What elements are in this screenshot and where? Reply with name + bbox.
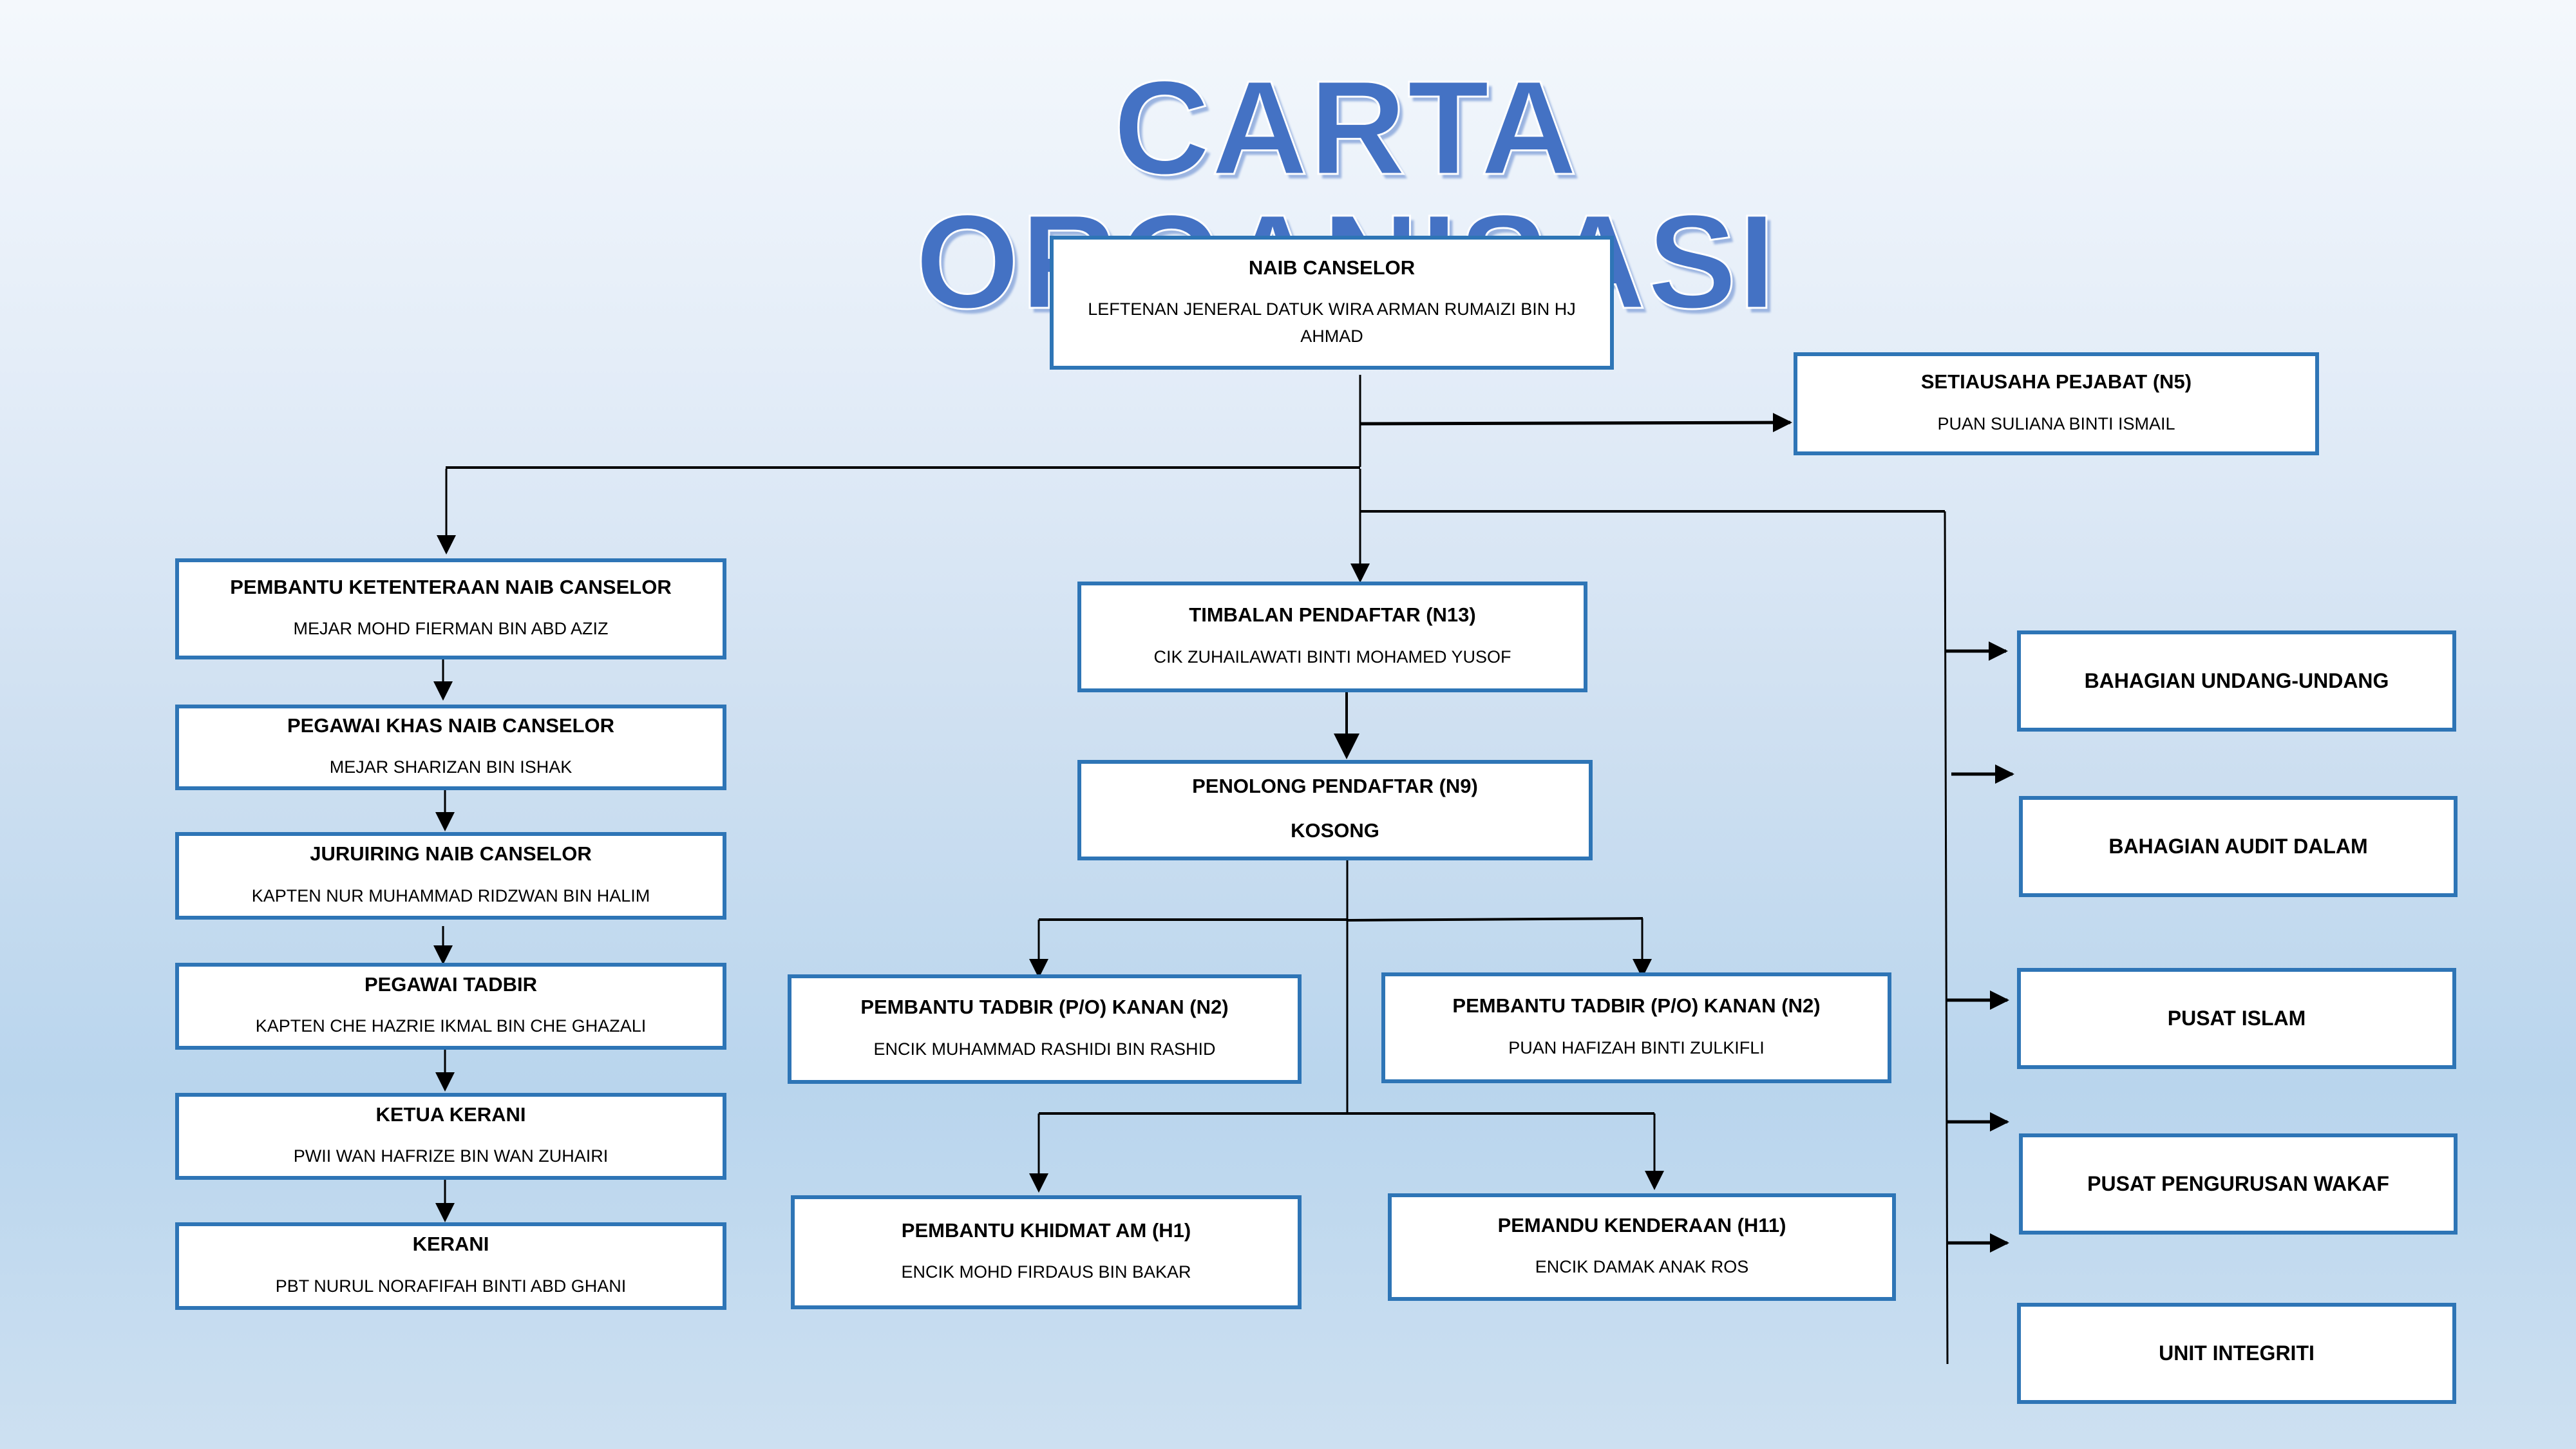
node-holder: ENCIK MUHAMMAD RASHIDI BIN RASHID bbox=[873, 1039, 1216, 1059]
node-holder: PUAN HAFIZAH BINTI ZULKIFLI bbox=[1508, 1037, 1765, 1057]
connector-staff-row1-bus-right bbox=[1347, 917, 1643, 922]
node-pusat-islam: PUSAT ISLAM bbox=[2017, 968, 2456, 1069]
node-role: NAIB CANSELOR bbox=[1248, 256, 1416, 279]
node-label: PUSAT PENGURUSAN WAKAF bbox=[2087, 1172, 2389, 1196]
node-kerani: KERANI PBT NURUL NORAFIFAH BINTI ABD GHA… bbox=[175, 1222, 726, 1310]
node-label: BAHAGIAN AUDIT DALAM bbox=[2108, 835, 2368, 858]
node-pegawai-khas: PEGAWAI KHAS NAIB CANSELOR MEJAR SHARIZA… bbox=[175, 705, 726, 790]
node-pembantu-tadbir-2: PEMBANTU TADBIR (P/O) KANAN (N2) PUAN HA… bbox=[1381, 972, 1891, 1083]
node-role: KERANI bbox=[412, 1233, 489, 1256]
node-holder: LEFTENAN JENERAL DATUK WIRA ARMAN RUMAIZ… bbox=[1088, 299, 1576, 346]
node-role: PEMBANTU KHIDMAT AM (H1) bbox=[901, 1218, 1191, 1242]
node-role: PEGAWAI TADBIR bbox=[364, 972, 538, 996]
node-role: PEMBANTU TADBIR (P/O) KANAN (N2) bbox=[1452, 994, 1821, 1018]
node-penolong-pendaftar: PENOLONG PENDAFTAR (N9) KOSONG bbox=[1077, 760, 1593, 860]
node-role: PENOLONG PENDAFTAR (N9) bbox=[1192, 775, 1478, 798]
node-holder-vacant: KOSONG bbox=[1291, 819, 1379, 842]
node-role: PEMBANTU TADBIR (P/O) KANAN (N2) bbox=[860, 996, 1229, 1019]
node-label: BAHAGIAN UNDANG-UNDANG bbox=[2084, 669, 2389, 693]
node-holder: PBT NURUL NORAFIFAH BINTI ABD GHANI bbox=[275, 1276, 627, 1296]
node-pembantu-ketenteraan: PEMBANTU KETENTERAAN NAIB CANSELOR MEJAR… bbox=[175, 558, 726, 659]
node-bahagian-audit-dalam: BAHAGIAN AUDIT DALAM bbox=[2019, 796, 2458, 897]
node-role: SETIAUSAHA PEJABAT (N5) bbox=[1920, 370, 2192, 393]
node-role: TIMBALAN PENDAFTAR (N13) bbox=[1189, 603, 1476, 627]
connector-to-secretary bbox=[1359, 413, 1792, 433]
node-holder: PWII WAN HAFRIZE BIN WAN ZUHAIRI bbox=[293, 1146, 609, 1166]
node-juruiring: JURUIRING NAIB CANSELOR KAPTEN NUR MUHAM… bbox=[175, 832, 726, 920]
node-bahagian-undang-undang: BAHAGIAN UNDANG-UNDANG bbox=[2017, 630, 2456, 732]
node-naib-canselor: NAIB CANSELOR LEFTENAN JENERAL DATUK WIR… bbox=[1050, 236, 1614, 370]
node-role: KETUA KERANI bbox=[375, 1103, 526, 1126]
node-pembantu-tadbir-1: PEMBANTU TADBIR (P/O) KANAN (N2) ENCIK M… bbox=[788, 974, 1302, 1084]
node-timbalan-pendaftar: TIMBALAN PENDAFTAR (N13) CIK ZUHAILAWATI… bbox=[1077, 582, 1587, 692]
node-holder: KAPTEN NUR MUHAMMAD RIDZWAN BIN HALIM bbox=[251, 886, 650, 905]
node-role: PEMBANTU KETENTERAAN NAIB CANSELOR bbox=[230, 575, 672, 598]
node-role: JURUIRING NAIB CANSELOR bbox=[310, 842, 592, 866]
node-holder: KAPTEN CHE HAZRIE IKMAL BIN CHE GHAZALI bbox=[255, 1016, 647, 1036]
node-setiausaha-pejabat: SETIAUSAHA PEJABAT (N5) PUAN SULIANA BIN… bbox=[1794, 352, 2319, 455]
node-role: PEMANDU KENDERAAN (H11) bbox=[1497, 1213, 1786, 1236]
node-role: PEGAWAI KHAS NAIB CANSELOR bbox=[287, 714, 615, 737]
node-label: UNIT INTEGRITI bbox=[2159, 1341, 2315, 1365]
node-holder: PUAN SULIANA BINTI ISMAIL bbox=[1937, 413, 2175, 433]
node-holder: CIK ZUHAILAWATI BINTI MOHAMED YUSOF bbox=[1153, 647, 1511, 667]
node-pegawai-tadbir: PEGAWAI TADBIR KAPTEN CHE HAZRIE IKMAL B… bbox=[175, 963, 726, 1050]
node-pusat-pengurusan-wakaf: PUSAT PENGURUSAN WAKAF bbox=[2019, 1133, 2458, 1235]
node-label: PUSAT ISLAM bbox=[2167, 1007, 2306, 1030]
node-pembantu-khidmat-am: PEMBANTU KHIDMAT AM (H1) ENCIK MOHD FIRD… bbox=[791, 1195, 1302, 1309]
node-holder: MEJAR MOHD FIERMAN BIN ABD AZIZ bbox=[293, 619, 609, 639]
node-pemandu-kenderaan: PEMANDU KENDERAAN (H11) ENCIK DAMAK ANAK… bbox=[1388, 1193, 1896, 1301]
node-holder: ENCIK DAMAK ANAK ROS bbox=[1535, 1257, 1749, 1277]
node-holder: MEJAR SHARIZAN BIN ISHAK bbox=[329, 757, 573, 777]
connector-right-bus bbox=[1944, 511, 1949, 1365]
node-ketua-kerani: KETUA KERANI PWII WAN HAFRIZE BIN WAN ZU… bbox=[175, 1093, 726, 1180]
node-unit-integriti: UNIT INTEGRITI bbox=[2017, 1303, 2456, 1404]
node-holder: ENCIK MOHD FIRDAUS BIN BAKAR bbox=[901, 1262, 1191, 1282]
